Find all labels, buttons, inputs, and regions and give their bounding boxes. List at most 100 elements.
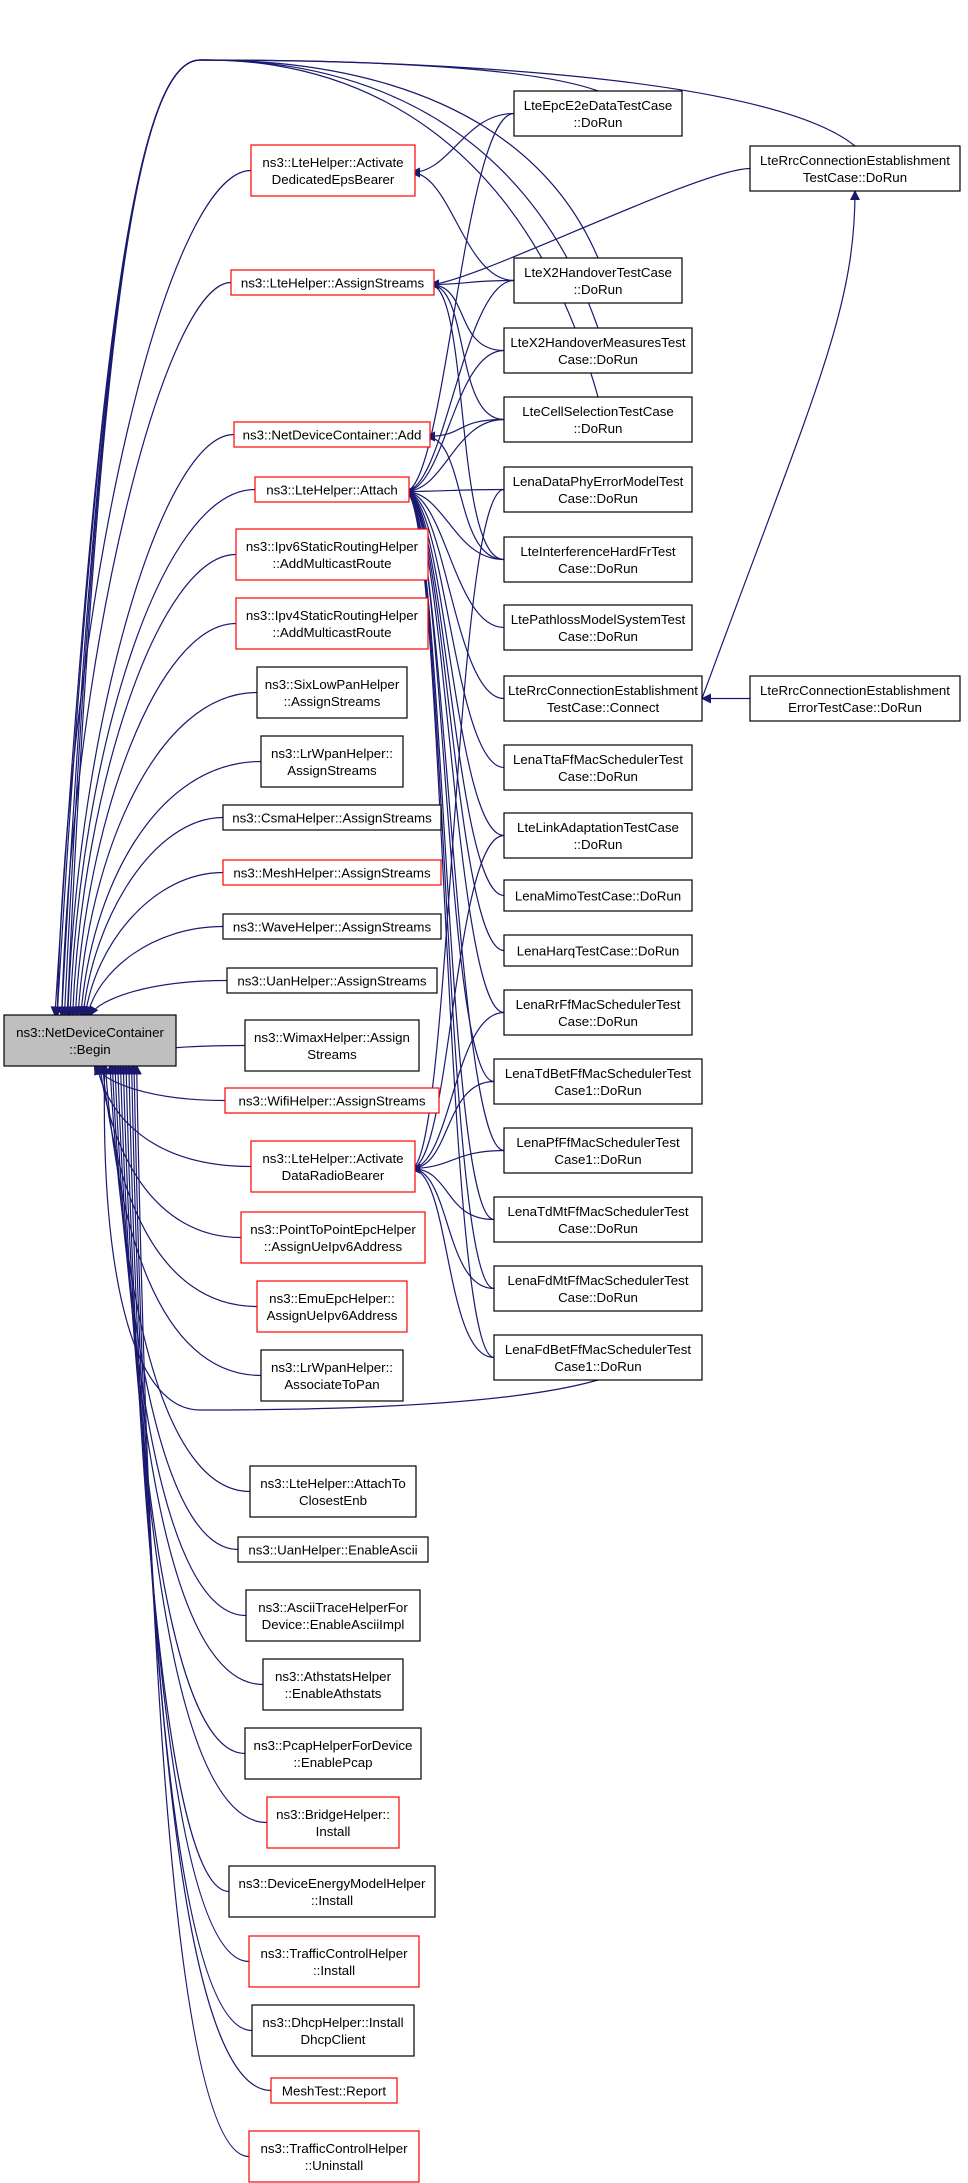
node-ascii-trace[interactable]: ns3::AsciiTraceHelperForDevice::EnableAs… — [245, 1589, 421, 1642]
node-e2e[interactable]: LteEpcE2eDataTestCase::DoRun — [513, 90, 683, 137]
node-wifi[interactable]: ns3::WifiHelper::AssignStreams — [224, 1087, 440, 1114]
node-lte-activate-ded[interactable]: ns3::LteHelper::ActivateDedicatedEpsBear… — [250, 144, 416, 197]
node-label: ns3::WaveHelper::AssignStreams — [233, 920, 432, 935]
call-edge — [429, 279, 515, 290]
node-cellsel[interactable]: LteCellSelectionTestCase::DoRun — [503, 396, 693, 443]
node-csma[interactable]: ns3::CsmaHelper::AssignStreams — [222, 804, 442, 831]
node-label: LteX2HandoverMeasuresTest — [510, 335, 685, 350]
node-mesh[interactable]: ns3::MeshHelper::AssignStreams — [222, 859, 442, 886]
node-label: LenaTtaFfMacSchedulerTest — [513, 752, 683, 767]
node-athstats[interactable]: ns3::AthstatsHelper::EnableAthstats — [262, 1658, 404, 1711]
node-lte-attach[interactable]: ns3::LteHelper::Attach — [254, 476, 410, 503]
node-p2p-epc[interactable]: ns3::PointToPointEpcHelper::AssignUeIpv6… — [240, 1211, 426, 1264]
node-box — [228, 1865, 436, 1918]
call-edge — [131, 1064, 250, 2158]
call-edge — [63, 433, 235, 1017]
call-edge — [410, 112, 515, 178]
node-box — [262, 1658, 404, 1711]
node-label: ns3::AthstatsHelper — [275, 1669, 392, 1684]
node-rrc-err[interactable]: LteRrcConnectionEstablishmentErrorTestCa… — [749, 675, 961, 722]
node-x2ho[interactable]: LteX2HandoverTestCase::DoRun — [513, 257, 683, 304]
node-box — [503, 1127, 693, 1174]
call-edge — [73, 691, 258, 1017]
node-mimo[interactable]: LenaMimoTestCase::DoRun — [503, 879, 693, 912]
call-edge — [118, 1064, 268, 1824]
node-rrc-connect[interactable]: LteRrcConnectionEstablishmentTestCase::C… — [503, 675, 703, 722]
node-lrwpan-assoc[interactable]: ns3::LrWpanHelper::AssociateToPan — [260, 1349, 404, 1402]
node-linkadapt[interactable]: LteLinkAdaptationTestCase::DoRun — [503, 812, 693, 859]
node-box — [493, 1334, 703, 1381]
node-wimax[interactable]: ns3::WimaxHelper::AssignStreams — [244, 1019, 420, 1072]
node-box — [493, 1196, 703, 1243]
call-edge — [410, 1011, 505, 1174]
node-uan-ascii[interactable]: ns3::UanHelper::EnableAscii — [237, 1536, 429, 1563]
node-ipv6-static[interactable]: ns3::Ipv6StaticRoutingHelper::AddMultica… — [235, 528, 429, 581]
call-edge — [101, 1064, 262, 1377]
node-label: ns3::CsmaHelper::AssignStreams — [232, 811, 432, 826]
node-mesh-report[interactable]: MeshTest::Report — [270, 2077, 398, 2104]
node-box — [503, 536, 693, 583]
call-edge — [410, 1163, 495, 1359]
call-edge — [110, 1064, 247, 1617]
call-edge — [410, 1149, 505, 1174]
node-box — [230, 269, 435, 296]
node-box — [493, 1058, 703, 1105]
node-box — [237, 1536, 429, 1563]
node-label: Case::DoRun — [558, 352, 638, 367]
call-edge — [62, 59, 599, 1017]
node-tc-uninstall[interactable]: ns3::TrafficControlHelper::Uninstall — [248, 2130, 420, 2183]
node-label: ::AddMulticastRoute — [273, 556, 392, 571]
node-label: TestCase::Connect — [547, 700, 660, 715]
call-edge — [429, 279, 505, 352]
call-edge — [410, 834, 505, 1174]
node-uan-assign[interactable]: ns3::UanHelper::AssignStreams — [226, 967, 438, 994]
call-edge — [410, 1163, 495, 1290]
node-ndc-add[interactable]: ns3::NetDeviceContainer::Add — [233, 421, 431, 448]
node-root[interactable]: ns3::NetDeviceContainer::Begin — [3, 1014, 177, 1067]
call-edge — [129, 1064, 272, 2092]
node-rrc-dorun[interactable]: LteRrcConnectionEstablishmentTestCase::D… — [749, 145, 961, 192]
node-label: ::DoRun — [574, 115, 623, 130]
call-edge — [425, 418, 505, 442]
node-label: ns3::UanHelper::EnableAscii — [248, 1543, 417, 1558]
node-harq[interactable]: LenaHarqTestCase::DoRun — [503, 934, 693, 967]
node-energy[interactable]: ns3::DeviceEnergyModelHelper::Install — [228, 1865, 436, 1918]
call-edge — [404, 486, 505, 1152]
node-label: ::Uninstall — [305, 2158, 363, 2173]
node-ipv4-static[interactable]: ns3::Ipv4StaticRoutingHelper::AddMultica… — [235, 597, 429, 650]
node-label: LenaPfFfMacSchedulerTest — [516, 1135, 680, 1150]
node-label: Case::DoRun — [558, 769, 638, 784]
node-emu-epc[interactable]: ns3::EmuEpcHelper::AssignUeIpv6Address — [256, 1280, 408, 1333]
call-edge — [404, 486, 505, 561]
node-box — [248, 2130, 420, 2183]
node-label: ns3::SixLowPanHelper — [265, 677, 400, 692]
node-wave[interactable]: ns3::WaveHelper::AssignStreams — [222, 913, 442, 940]
node-label: ::EnablePcap — [293, 1755, 372, 1770]
node-label: TestCase::DoRun — [803, 170, 907, 185]
call-edge — [81, 871, 224, 1017]
node-pcap[interactable]: ns3::PcapHelperForDevice::EnablePcap — [244, 1727, 422, 1780]
node-sixlowpan[interactable]: ns3::SixLowPanHelper::AssignStreams — [256, 666, 408, 719]
node-label: ::Begin — [69, 1042, 110, 1057]
node-bridge[interactable]: ns3::BridgeHelper::Install — [266, 1796, 400, 1849]
node-tc-install[interactable]: ns3::TrafficControlHelper::Install — [248, 1935, 420, 1988]
node-box — [503, 675, 703, 722]
node-lte-assign[interactable]: ns3::LteHelper::AssignStreams — [230, 269, 435, 296]
node-label: LenaTdBetFfMacSchedulerTest — [505, 1066, 692, 1081]
node-lrwpan-assign[interactable]: ns3::LrWpanHelper::AssignStreams — [260, 735, 404, 788]
node-label: ns3::DhcpHelper::Install — [262, 2015, 403, 2030]
